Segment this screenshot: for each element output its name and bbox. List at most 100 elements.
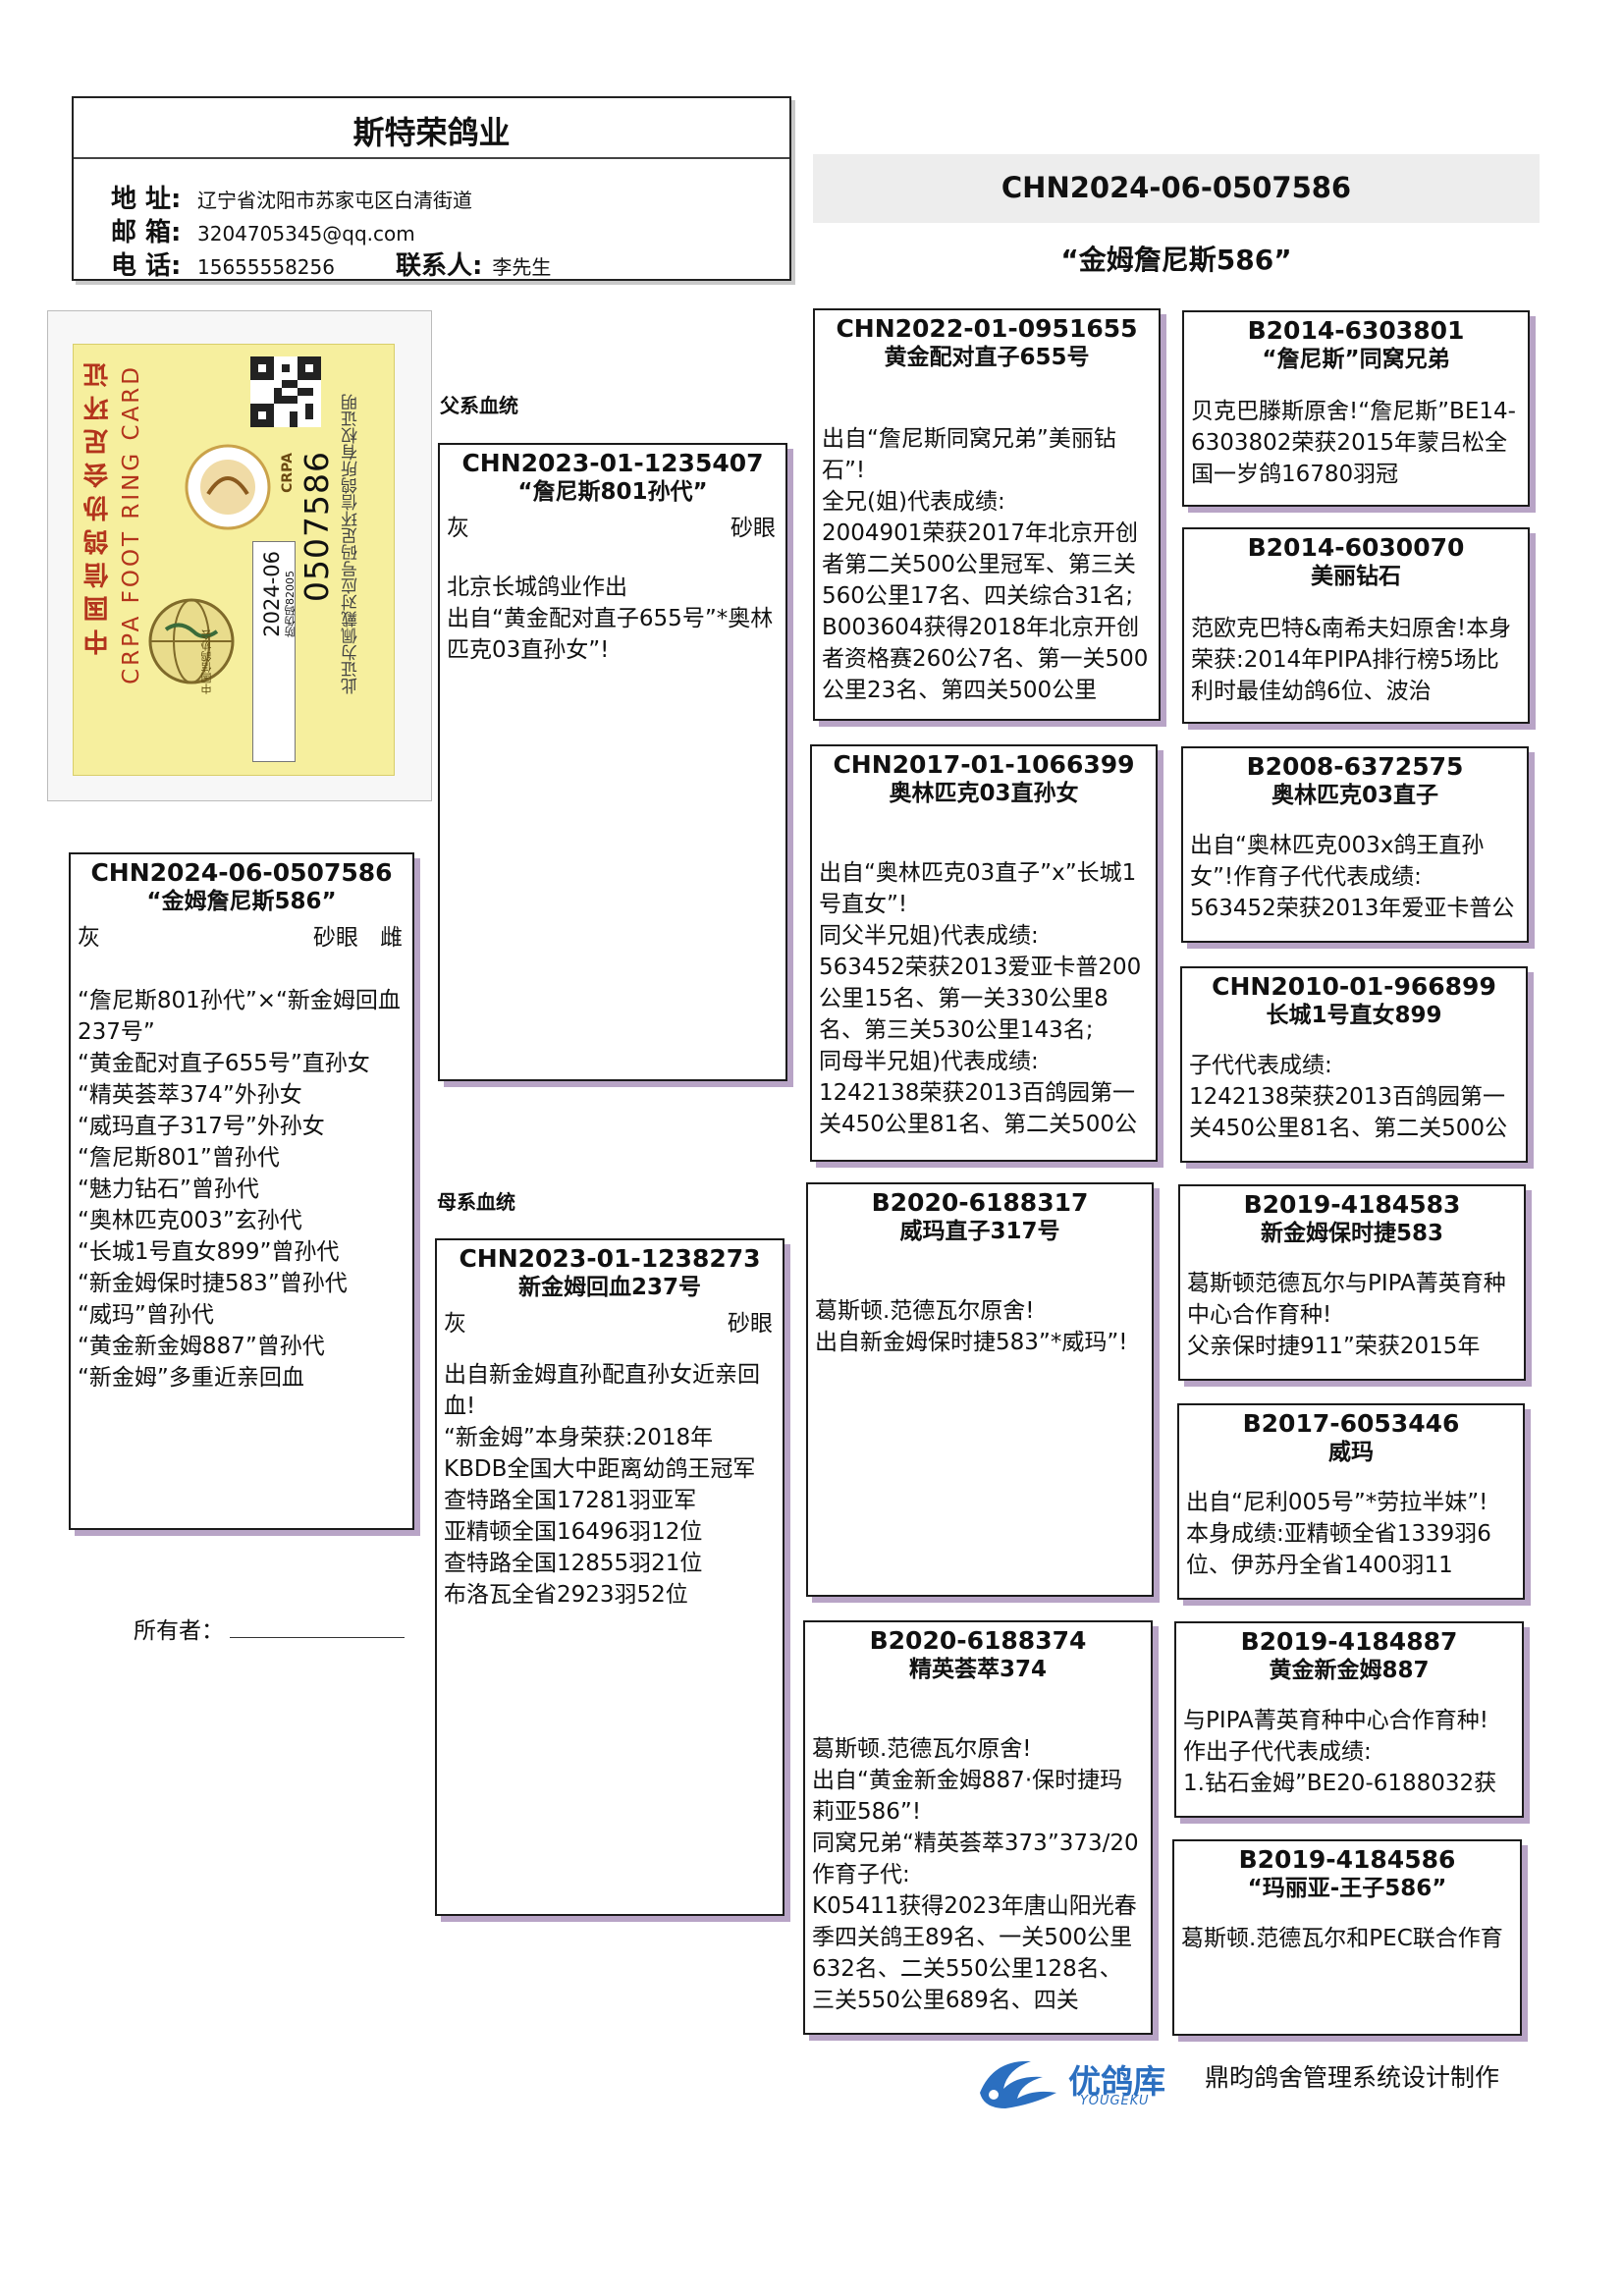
pigeon-name: 美丽钻石	[1311, 564, 1401, 589]
owner-signature-line	[230, 1637, 405, 1638]
owner-label: 所有者：	[134, 1618, 224, 1644]
pigeon-attributes: 灰 砂眼雌	[71, 916, 412, 951]
pigeon-description: 出自“尼利005号”*劳拉半妹”! 本身成绩:亚精顿全省1339羽6位、伊苏丹全…	[1186, 1490, 1491, 1578]
ring-card-org: 中国信鸽协会足环证	[83, 355, 113, 655]
ring-number: B2020-6188374	[869, 1626, 1087, 1655]
ring-number: CHN2010-01-966899	[1212, 972, 1496, 1001]
pigeon-name: “詹尼斯801孙代”	[517, 479, 708, 505]
pigeon-card-sire-sire: CHN2022-01-0951655 黄金配对直子655号 出自“詹尼斯同窝兄弟…	[813, 308, 1161, 721]
pigeon-name: 新金姆保时捷583	[1260, 1221, 1443, 1246]
pigeon-attributes: 灰 砂眼	[440, 507, 785, 541]
pigeon-description: 范欧克巴特&南希夫妇原舍!本身荣获:2014年PIPA排行榜5场比利时最佳幼鸽6…	[1191, 616, 1512, 704]
address-label: 地 址:	[111, 185, 182, 214]
pigeon-description: “詹尼斯801孙代”×“新金姆回血237号” “黄金配对直子655号”直孙女 “…	[78, 988, 401, 1391]
ring-number: B2019-4184586	[1238, 1845, 1456, 1874]
sire-line-label: 父系血统	[440, 394, 518, 417]
pigeon-card-ddd: B2019-4184586 “玛丽亚-王子586” 葛斯顿.范德瓦尔和PEC联合…	[1172, 1839, 1522, 2036]
ring-number: 0507586	[298, 451, 336, 602]
ring-number: CHN2022-01-0951655	[836, 314, 1138, 343]
loft-header: 斯特荣鸽业 地 址: 辽宁省沈阳市苏家屯区白清街道 邮 箱: 3204705345@…	[72, 96, 791, 281]
pigeon-name: “金姆詹尼斯586”	[146, 889, 337, 914]
pigeon-card-dds: B2019-4184887 黄金新金姆887 与PIPA菁英育种中心合作育种! …	[1174, 1621, 1524, 1818]
eye-type: 砂眼	[730, 516, 776, 541]
eye-and-sex: 砂眼雌	[313, 918, 403, 952]
pigeon-card-dam-sire: B2020-6188317 威玛直子317号 葛斯顿.范德瓦尔原舍! 出自新金姆…	[806, 1182, 1154, 1597]
loft-name: 斯特荣鸽业	[352, 114, 511, 151]
pigeon-description: 子代代表成绩: 1242138荣获2013百鸽园第一关450公里81名、第二关5…	[1189, 1053, 1508, 1141]
footer-credit: 鼎昀鸽舍管理系统设计制作	[1205, 2063, 1500, 2092]
crpa-logo-text: CRPA	[280, 453, 296, 493]
qr-code-icon	[250, 356, 321, 427]
pigeon-card-dam: CHN2023-01-1238273 新金姆回血237号 灰 砂眼 出自新金姆直…	[435, 1238, 784, 1916]
ring-number: B2017-6053446	[1242, 1409, 1460, 1438]
ring-number: B2020-6188317	[871, 1188, 1089, 1217]
pigeon-description: 葛斯顿.范德瓦尔原舍! 出自新金姆保时捷583”*威玛”!	[815, 1298, 1128, 1355]
ring-number: CHN2023-01-1235407	[461, 449, 764, 477]
pigeon-card-dss: B2019-4184583 新金姆保时捷583 葛斯顿范德瓦尔与PIPA菁英育种…	[1178, 1184, 1526, 1381]
pigeon-description: 出自“詹尼斯同窝兄弟”美丽钻石”! 全兄(姐)代表成绩: 2004901荣获20…	[822, 426, 1149, 703]
address-value: 辽宁省沈阳市苏家屯区白清街道	[197, 189, 472, 212]
ring-number: B2014-6303801	[1247, 316, 1465, 345]
eye-type: 砂眼	[313, 925, 358, 951]
pigeon-description: 出自新金姆直孙配直孙女近亲回血! “新金姆”本身荣获:2018年KBDB全国大中…	[444, 1362, 760, 1608]
contact-label: 联系人:	[395, 251, 483, 281]
pigeon-name: “詹尼斯”同窝兄弟	[1262, 347, 1450, 372]
pigeon-attributes: 灰 砂眼	[437, 1302, 783, 1337]
pigeon-description: 贝克巴滕斯原舍!“詹尼斯”BE14-6303802荣获2015年蒙吕松全国一岁鸽…	[1191, 399, 1516, 487]
feather-color: 灰	[447, 516, 469, 541]
ring-number: B2019-4184583	[1243, 1190, 1461, 1219]
dam-line-label: 母系血统	[437, 1190, 515, 1214]
pigeon-card-dam-dam: B2020-6188374 精英荟萃374 葛斯顿.范德瓦尔原舍! 出自“黄金新…	[803, 1620, 1153, 2035]
contact-value: 李先生	[492, 255, 552, 279]
pigeon-name: “玛丽亚-王子586”	[1247, 1876, 1447, 1901]
brand-logo: 优鸽库 YOUGEKU	[974, 2050, 1190, 2118]
globe-seal-icon	[148, 598, 235, 684]
ring-number: B2014-6030070	[1247, 533, 1465, 562]
pigeon-description: 葛斯顿范德瓦尔与PIPA菁英育种中心合作育种! 父亲保时捷911”荣获2015年	[1187, 1271, 1506, 1359]
foot-ring-card: 中国信鸽协会足环证 CRPA FOOT RING CARD CRPA 中国信鸽协…	[73, 344, 395, 776]
ring-card-notice: 此证为佩戴对应号码足环信鸽所有权证明	[342, 394, 361, 694]
email-label: 邮 箱:	[111, 218, 182, 247]
pigeon-card-sdd: CHN2010-01-966899 长城1号直女899 子代代表成绩: 1242…	[1180, 966, 1528, 1163]
phone-value: 15655558256	[197, 255, 335, 279]
pigeon-name: 奥林匹克03直孙女	[889, 781, 1079, 806]
ring-number-box	[252, 541, 296, 762]
pigeon-card-main: CHN2024-06-0507586 “金姆詹尼斯586” 灰 砂眼雌 “詹尼斯…	[69, 852, 414, 1530]
address-row: 地 址: 辽宁省沈阳市苏家屯区白清街道	[111, 179, 472, 215]
ring-number: CHN2023-01-1238273	[459, 1244, 761, 1273]
crpa-logo-icon	[185, 444, 271, 530]
pigeon-description: 葛斯顿.范德瓦尔原舍! 出自“黄金新金姆887·保时捷玛莉亚586”! 同窝兄弟…	[812, 1736, 1139, 2013]
sex: 雌	[380, 925, 403, 951]
wave-logo-icon	[980, 2060, 1056, 2108]
pigeon-card-sss: B2014-6303801 “詹尼斯”同窝兄弟 贝克巴滕斯原舍!“詹尼斯”BE1…	[1182, 310, 1530, 507]
pigeon-description: 北京长城鸽业作出 出自“黄金配对直子655号”*奥林匹克03直孙女”!	[447, 574, 774, 663]
ring-code: 防伪码82005	[284, 571, 297, 637]
header-divider	[74, 157, 789, 159]
pigeon-name: 威玛	[1328, 1440, 1374, 1465]
brand-name-en: YOUGEKU	[1080, 2094, 1150, 2108]
pigeon-description: 葛斯顿.范德瓦尔和PEC联合作育	[1181, 1926, 1503, 1951]
feather-color: 灰	[444, 1311, 466, 1337]
email-row: 邮 箱: 3204705345@qq.com	[111, 212, 415, 248]
pigeon-card-ssd: B2014-6030070 美丽钻石 范欧克巴特&南希夫妇原舍!本身荣获:201…	[1182, 527, 1530, 724]
pigeon-description: 与PIPA菁英育种中心合作育种! 作出子代代表成绩: 1.钻石金姆”BE20-6…	[1183, 1708, 1497, 1796]
pigeon-name: 长城1号直女899	[1266, 1003, 1442, 1028]
phone-label: 电 话:	[111, 251, 182, 281]
pigeon-name: 黄金新金姆887	[1269, 1658, 1430, 1683]
phone-row: 电 话: 15655558256 联系人: 李先生	[111, 246, 551, 282]
pigeon-card-sire-dam: CHN2017-01-1066399 奥林匹克03直孙女 出自“奥林匹克03直子…	[810, 744, 1158, 1162]
subject-ring-number: CHN2024-06-0507586	[1001, 171, 1352, 204]
subject-band	[813, 154, 1540, 223]
ring-number: CHN2017-01-1066399	[833, 750, 1135, 779]
pigeon-name: 奥林匹克03直子	[1271, 783, 1438, 808]
pigeon-description: 出自“奥林匹克003x鸽王直孙女”!作育子代代表成绩: 563452荣获2013…	[1190, 833, 1515, 921]
email-value: 3204705345@qq.com	[197, 222, 415, 246]
ring-number: B2008-6372575	[1246, 752, 1464, 781]
eye-type: 砂眼	[728, 1311, 773, 1337]
pigeon-card-sire: CHN2023-01-1235407 “詹尼斯801孙代” 灰 砂眼 北京长城鸽…	[438, 443, 787, 1081]
pigeon-card-sds: B2008-6372575 奥林匹克03直子 出自“奥林匹克003x鸽王直孙女”…	[1181, 746, 1529, 943]
pigeon-name: 威玛直子317号	[899, 1219, 1060, 1244]
ring-card-title-en: CRPA FOOT RING CARD	[119, 364, 144, 684]
subject-pigeon-name: “金姆詹尼斯586”	[1060, 244, 1292, 276]
seal-text: 中国信鸽协会	[200, 629, 213, 694]
